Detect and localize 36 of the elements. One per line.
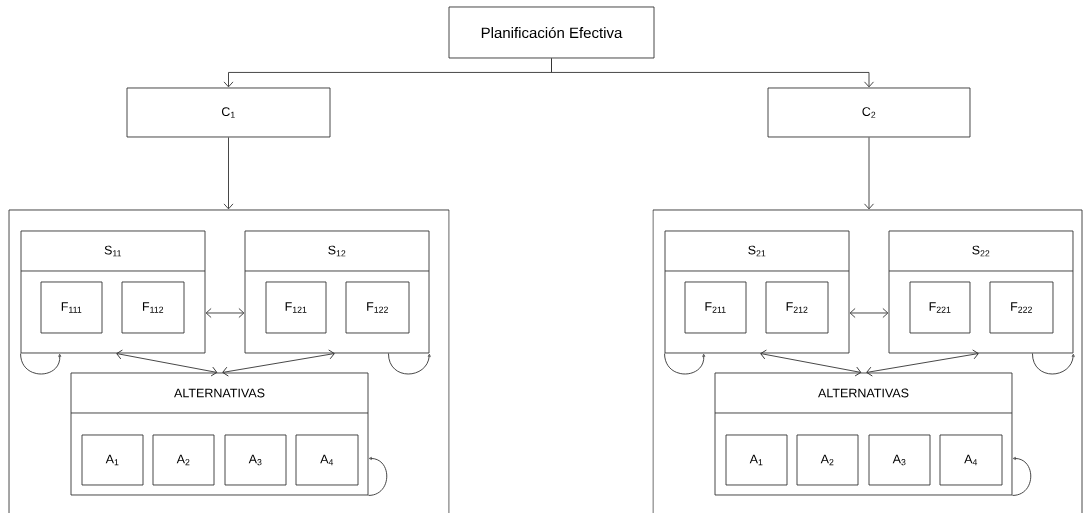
- process-box: F$_{222}$: [989, 281, 1054, 334]
- arrow: [205, 308, 245, 318]
- group-frame: [8, 209, 450, 513]
- loop-arrow: [1032, 353, 1075, 375]
- loop-arrow: [664, 353, 706, 375]
- process-box: A$_{4}$: [295, 434, 359, 486]
- process-box: A$_{1}$: [725, 434, 788, 486]
- arrow: [223, 137, 234, 210]
- arrow: [849, 308, 889, 318]
- process-box: A$_{1}$: [81, 434, 144, 486]
- process-box: F$_{112}$: [121, 281, 185, 334]
- process-box: F$_{211}$: [684, 281, 747, 334]
- group-frame: [652, 209, 1083, 513]
- process-box: Planificación Efectiva: [448, 6, 655, 59]
- arrow: [866, 349, 979, 377]
- loop-arrow: [1012, 456, 1032, 496]
- loop-arrow: [368, 456, 388, 496]
- process-box: A$_{4}$: [939, 434, 1003, 486]
- process-box: F$_{111}$: [40, 281, 103, 334]
- arrow: [222, 349, 335, 377]
- process-box: F$_{221}$: [909, 281, 971, 334]
- arrow: [864, 137, 874, 210]
- process-box: A$_{3}$: [868, 434, 931, 486]
- process-box: F$_{212}$: [765, 281, 829, 334]
- loop-arrow: [20, 353, 62, 375]
- process-box: F$_{122}$: [345, 281, 410, 334]
- process-box: A$_{3}$: [224, 434, 287, 486]
- arrow: [551, 58, 874, 88]
- arrow: [116, 349, 218, 377]
- process-box: C$_{1}$: [126, 87, 331, 138]
- process-box: F$_{121}$: [265, 281, 327, 334]
- process-box: A$_{2}$: [152, 434, 215, 486]
- arrow: [760, 349, 862, 377]
- process-box: C$_{2}$: [767, 87, 971, 138]
- loop-arrow: [388, 353, 431, 375]
- process-box: A$_{2}$: [796, 434, 859, 486]
